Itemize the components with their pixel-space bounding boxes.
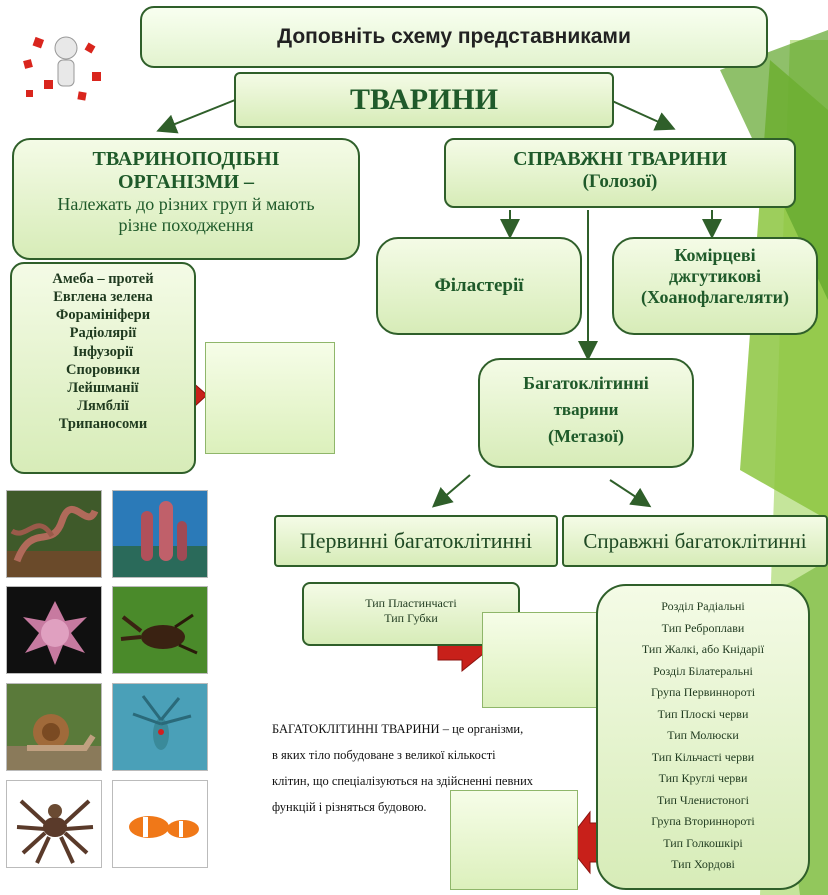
definition-line-1: – це організми, (440, 722, 524, 736)
photo-tarantula[interactable] (6, 780, 102, 868)
primary-multicellular-title-box: Первинні багатоклітинні (274, 515, 558, 567)
list-item: Тип Молюски (598, 725, 808, 747)
list-item: Група Вториннороті (598, 811, 808, 833)
metazoa-line-1: Багатоклітинні (480, 370, 692, 397)
filasteria-box: Філастерії (376, 237, 582, 335)
true-animals-box: СПРАВЖНІ ТВАРИНИ (Голозої) (444, 138, 796, 208)
photo-snail[interactable] (6, 683, 102, 771)
definition-line-2: в яких тіло побудоване з великої кількос… (272, 742, 572, 768)
choanoflagellates-box: Комірцеві джгутикові (Хоанофлагеляти) (612, 237, 818, 335)
metazoa-box: Багатоклітинні тварини (Метазої) (478, 358, 694, 468)
answer-box-3[interactable] (450, 790, 578, 890)
list-item: Трипаносоми (12, 415, 194, 433)
photo-earthworms[interactable] (6, 490, 102, 578)
list-item: Лейшманії (12, 379, 194, 397)
list-item: Розділ Радіальні (598, 596, 808, 618)
animal-like-list-box: Амеба – протей Евглена зелена Форамініфе… (10, 262, 196, 474)
list-item: Тип Кільчасті черви (598, 747, 808, 769)
list-item: Споровики (12, 361, 194, 379)
choano-line-3: (Хоанофлагеляти) (614, 287, 816, 308)
list-item: Тип Реброплави (598, 618, 808, 640)
list-item: Евглена зелена (12, 288, 194, 306)
true-multicellular-title-box: Справжні багатоклітинні (562, 515, 828, 567)
animal-like-desc-2: різне походження (14, 215, 358, 236)
metazoa-line-2: тварини (480, 397, 692, 423)
root-box: ТВАРИНИ (234, 72, 614, 128)
animal-like-desc-1: Належать до різних груп й мають (14, 194, 358, 215)
title-text: Доповніть схему представниками (142, 8, 766, 66)
true-animals-title: СПРАВЖНІ ТВАРИНИ (446, 148, 794, 171)
title-banner: Доповніть схему представниками (140, 6, 768, 68)
list-item: Тип Членистоногі (598, 790, 808, 812)
root-label: ТВАРИНИ (236, 74, 612, 126)
list-item: Тип Жалкі, або Кнідарії (598, 639, 808, 661)
list-item: Група Первинноротi (598, 682, 808, 704)
list-item: Форамініфери (12, 306, 194, 324)
choano-line-1: Комірцеві (614, 245, 816, 266)
list-item: Тип Голкошкірі (598, 833, 808, 855)
true-multicellular-list-box: Розділ Радіальні Тип Реброплави Тип Жалк… (596, 584, 810, 890)
filasteria-label: Філастерії (378, 239, 580, 333)
list-item: Інфузорії (12, 343, 194, 361)
answer-box-2[interactable] (482, 612, 604, 708)
list-item: Тип Пластинчасті (304, 596, 518, 611)
photo-beetle[interactable] (112, 586, 208, 674)
definition-term: БАГАТОКЛІТИННІ ТВАРИНИ (272, 722, 440, 736)
list-item: Амеба – протей (12, 270, 194, 288)
animal-like-box: ТВАРИНОПОДІБНІ ОРГАНІЗМИ – Належать до р… (12, 138, 360, 260)
list-item: Тип Круглі черви (598, 768, 808, 790)
true-animals-subtitle: (Голозої) (446, 171, 794, 193)
list-item: Радіолярії (12, 324, 194, 342)
choano-line-2: джгутикові (614, 266, 816, 287)
list-item: Тип Плоскі черви (598, 704, 808, 726)
true-multicellular-title: Справжні багатоклітинні (564, 517, 826, 565)
photo-radiolarian[interactable] (6, 586, 102, 674)
primary-multicellular-title: Первинні багатоклітинні (276, 517, 556, 565)
answer-box-1[interactable] (205, 342, 335, 454)
list-item: Тип Хордові (598, 854, 808, 876)
photo-clownfish[interactable] (112, 780, 208, 868)
list-item: Розділ Білатеральні (598, 661, 808, 683)
list-item: Лямблії (12, 397, 194, 415)
animal-like-heading-1: ТВАРИНОПОДІБНІ (14, 148, 358, 171)
photo-sponges[interactable] (112, 490, 208, 578)
metazoa-line-3: (Метазої) (480, 423, 692, 450)
animal-like-heading-2: ОРГАНІЗМИ – (14, 171, 358, 194)
photo-hydra[interactable] (112, 683, 208, 771)
